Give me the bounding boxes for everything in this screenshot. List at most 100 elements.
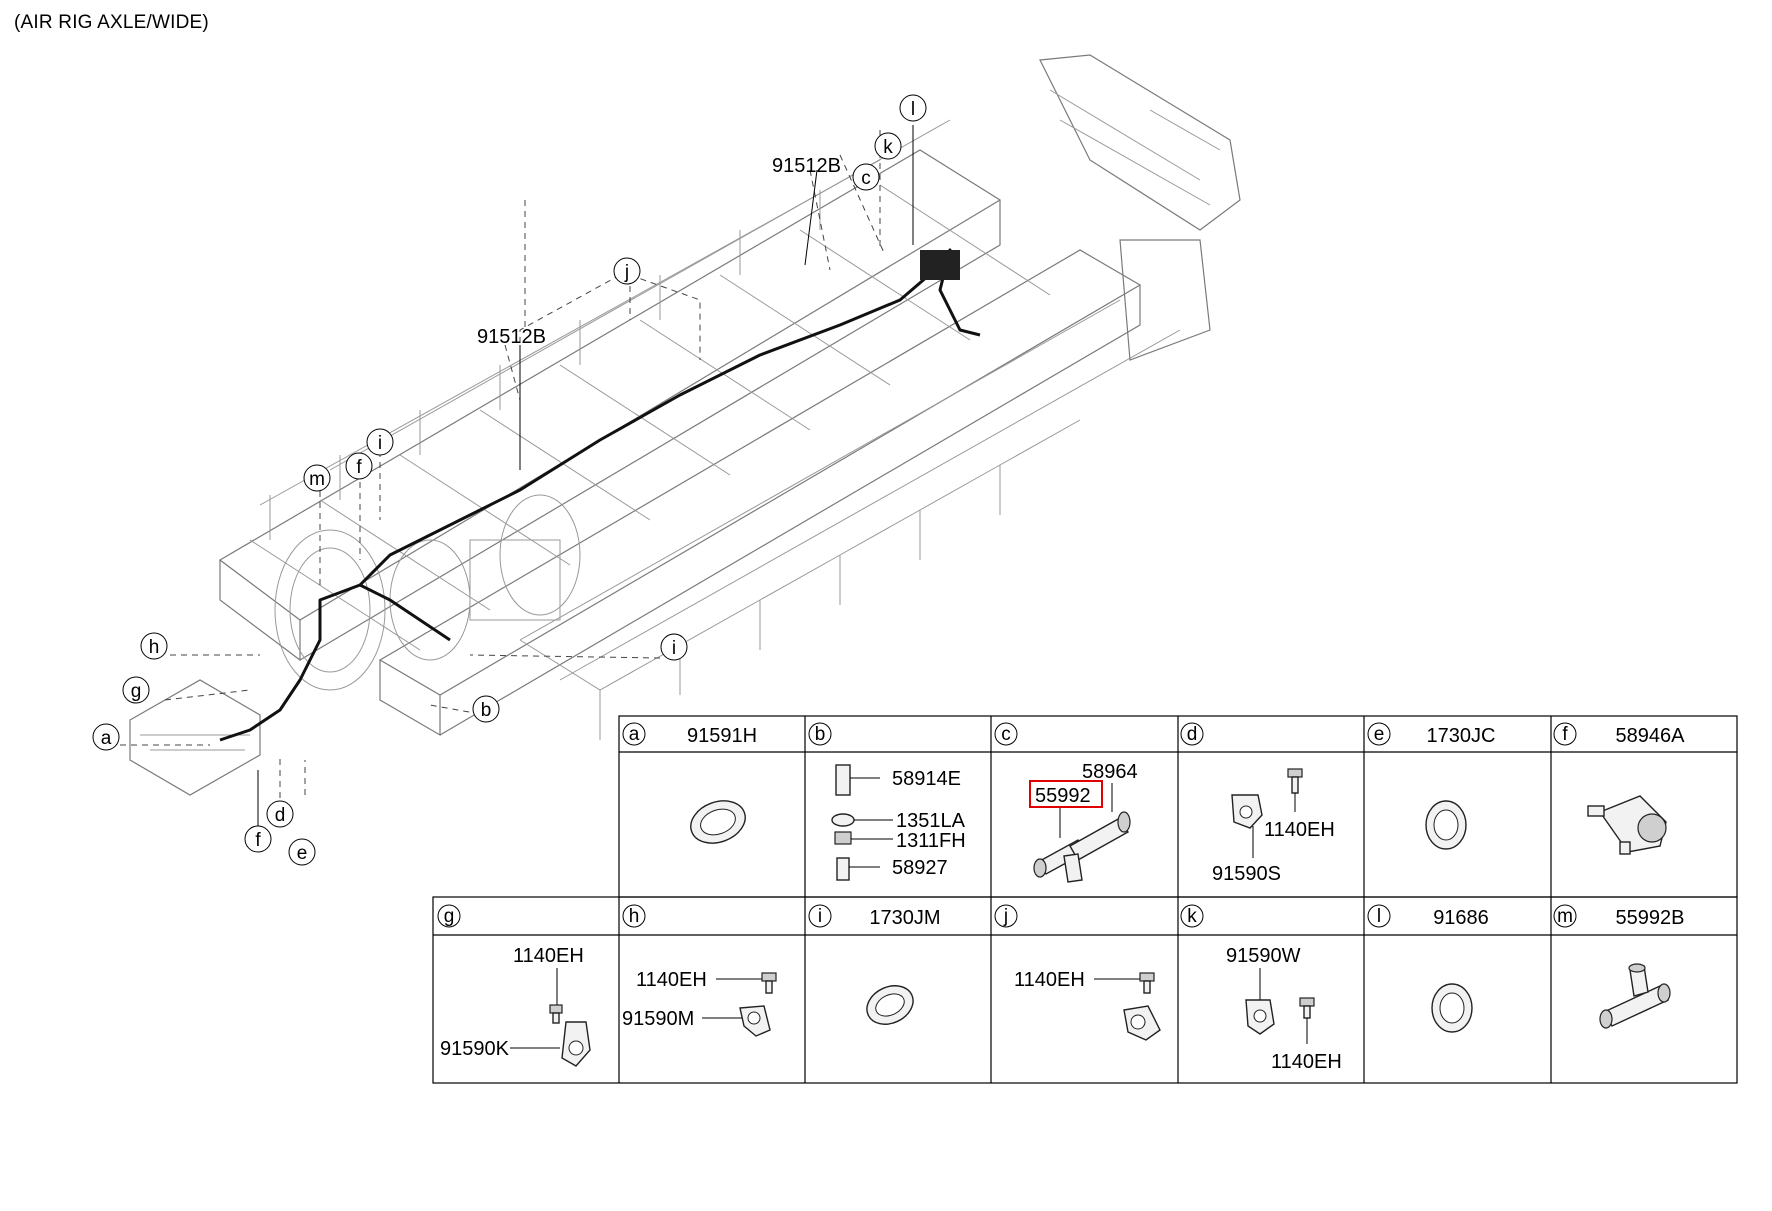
callout-l: l bbox=[899, 94, 927, 122]
clamp-icon bbox=[561, 1021, 591, 1067]
callout-c: c bbox=[852, 163, 880, 191]
callout-91512B-top: 91512B bbox=[772, 155, 841, 177]
label-58914E: 58914E bbox=[892, 768, 961, 790]
svg-text:m: m bbox=[1557, 906, 1573, 927]
callout-i-top: i bbox=[366, 428, 394, 456]
label-1311FH: 1311FH bbox=[896, 830, 966, 852]
svg-text:b: b bbox=[481, 700, 492, 721]
legend-cell-g: g 1140EH 91590K bbox=[437, 904, 591, 1067]
label-58964: 58964 bbox=[1082, 761, 1138, 783]
callout-f-bottom: f bbox=[244, 825, 272, 853]
legend-cell-j: j 1140EH bbox=[994, 904, 1161, 1041]
label-55992: 55992 bbox=[1035, 785, 1091, 807]
label-1351LA: 1351LA bbox=[896, 810, 966, 832]
callout-j: j bbox=[613, 257, 641, 285]
valve-icon bbox=[1587, 795, 1667, 855]
svg-text:e: e bbox=[1374, 724, 1385, 745]
grommet-icon bbox=[866, 985, 914, 1025]
grommet-icon bbox=[690, 800, 746, 844]
svg-text:i: i bbox=[672, 638, 676, 659]
valve-block bbox=[920, 250, 960, 280]
label-91590K: 91590K bbox=[440, 1038, 510, 1060]
label-58927: 58927 bbox=[892, 857, 948, 879]
svg-text:g: g bbox=[444, 906, 455, 927]
harness-branch-front bbox=[219, 583, 361, 742]
bolt-icon bbox=[549, 1004, 563, 1024]
leader-lines bbox=[120, 130, 886, 820]
grommet-icon bbox=[1431, 983, 1473, 1033]
bolt-icon bbox=[1299, 997, 1315, 1019]
svg-text:f: f bbox=[356, 457, 362, 478]
tee-fitting-icon bbox=[1033, 811, 1131, 883]
callout-d: d bbox=[266, 800, 294, 828]
label-1140EH-k: 1140EH bbox=[1271, 1051, 1342, 1073]
callout-e: e bbox=[288, 838, 316, 866]
svg-text:l: l bbox=[1377, 906, 1381, 927]
svg-text:a: a bbox=[101, 728, 112, 749]
svg-text:g: g bbox=[131, 681, 142, 702]
label-91590M: 91590M bbox=[622, 1008, 694, 1030]
legend-cell-m: m 55992B bbox=[1553, 904, 1685, 1029]
leader-solid bbox=[257, 125, 914, 830]
svg-text:f: f bbox=[255, 830, 261, 851]
tee-fitting-icon bbox=[1599, 963, 1671, 1029]
legend-part-1730JC: 1730JC bbox=[1427, 725, 1496, 747]
svg-text:j: j bbox=[1003, 906, 1008, 927]
bolt-icon bbox=[1139, 972, 1155, 994]
callout-m: m bbox=[303, 464, 331, 492]
air-line-harness bbox=[358, 268, 936, 642]
clamp-icon bbox=[1245, 999, 1275, 1035]
svg-text:e: e bbox=[297, 843, 308, 864]
callout-91512B-mid: 91512B bbox=[477, 326, 546, 348]
label-91590S: 91590S bbox=[1212, 863, 1281, 885]
label-1140EH-d: 1140EH bbox=[1264, 819, 1335, 841]
legend-part-55992B: 55992B bbox=[1616, 907, 1685, 929]
svg-text:f: f bbox=[1562, 724, 1568, 745]
svg-text:k: k bbox=[1187, 906, 1197, 927]
label-1140EH-j: 1140EH bbox=[1014, 969, 1085, 991]
callout-f-top: f bbox=[345, 452, 373, 480]
label-91590W: 91590W bbox=[1226, 945, 1301, 967]
legend-cell-h: h 1140EH 91590M bbox=[622, 904, 777, 1037]
legend-cell-c: c 58964 55992 bbox=[994, 722, 1138, 883]
legend-grid bbox=[432, 715, 1738, 1084]
chassis-frame-drawing bbox=[129, 54, 1241, 796]
legend-cell-e: e 1730JC bbox=[1367, 722, 1496, 850]
legend-cell-b: b 58914E 1351LA 1311FH 58927 bbox=[808, 722, 966, 881]
svg-text:l: l bbox=[911, 99, 915, 120]
legend-part-91591H: 91591H bbox=[687, 725, 757, 747]
grommet-icon bbox=[1425, 800, 1467, 850]
diagram-caption: (AIR RIG AXLE/WIDE) bbox=[14, 12, 209, 33]
label-1140EH-g: 1140EH bbox=[513, 945, 584, 967]
legend-part-1730JM: 1730JM bbox=[869, 907, 940, 929]
legend-part-58946A: 58946A bbox=[1616, 725, 1686, 747]
legend-cell-a: a 91591H bbox=[622, 722, 757, 844]
bolt-icon bbox=[761, 972, 777, 994]
legend-part-91686: 91686 bbox=[1433, 907, 1489, 929]
legend-cell-d: d 1140EH 91590S bbox=[1180, 722, 1335, 885]
callout-i-right: i bbox=[660, 633, 688, 661]
legend-cell-f: f 58946A bbox=[1553, 722, 1686, 855]
svg-text:m: m bbox=[309, 469, 325, 490]
svg-text:h: h bbox=[629, 906, 640, 927]
callout-k: k bbox=[874, 132, 902, 160]
svg-text:i: i bbox=[378, 433, 382, 454]
clamp-icon bbox=[1123, 1005, 1161, 1041]
callout-g: g bbox=[122, 676, 150, 704]
svg-text:c: c bbox=[1001, 724, 1011, 745]
svg-text:k: k bbox=[883, 137, 893, 158]
svg-text:d: d bbox=[275, 805, 286, 826]
svg-text:d: d bbox=[1187, 724, 1198, 745]
clamp-icon bbox=[739, 1005, 771, 1037]
highlight-box-55992 bbox=[1029, 780, 1103, 808]
svg-text:i: i bbox=[818, 906, 822, 927]
svg-text:c: c bbox=[861, 168, 871, 189]
svg-text:j: j bbox=[624, 262, 629, 283]
svg-text:a: a bbox=[629, 724, 640, 745]
label-1140EH-h: 1140EH bbox=[636, 969, 707, 991]
legend-cell-i: i 1730JM bbox=[808, 904, 941, 1025]
fitting-icon bbox=[831, 764, 893, 881]
legend-cell-l: l 91686 bbox=[1367, 904, 1489, 1033]
callout-b: b bbox=[472, 695, 500, 723]
